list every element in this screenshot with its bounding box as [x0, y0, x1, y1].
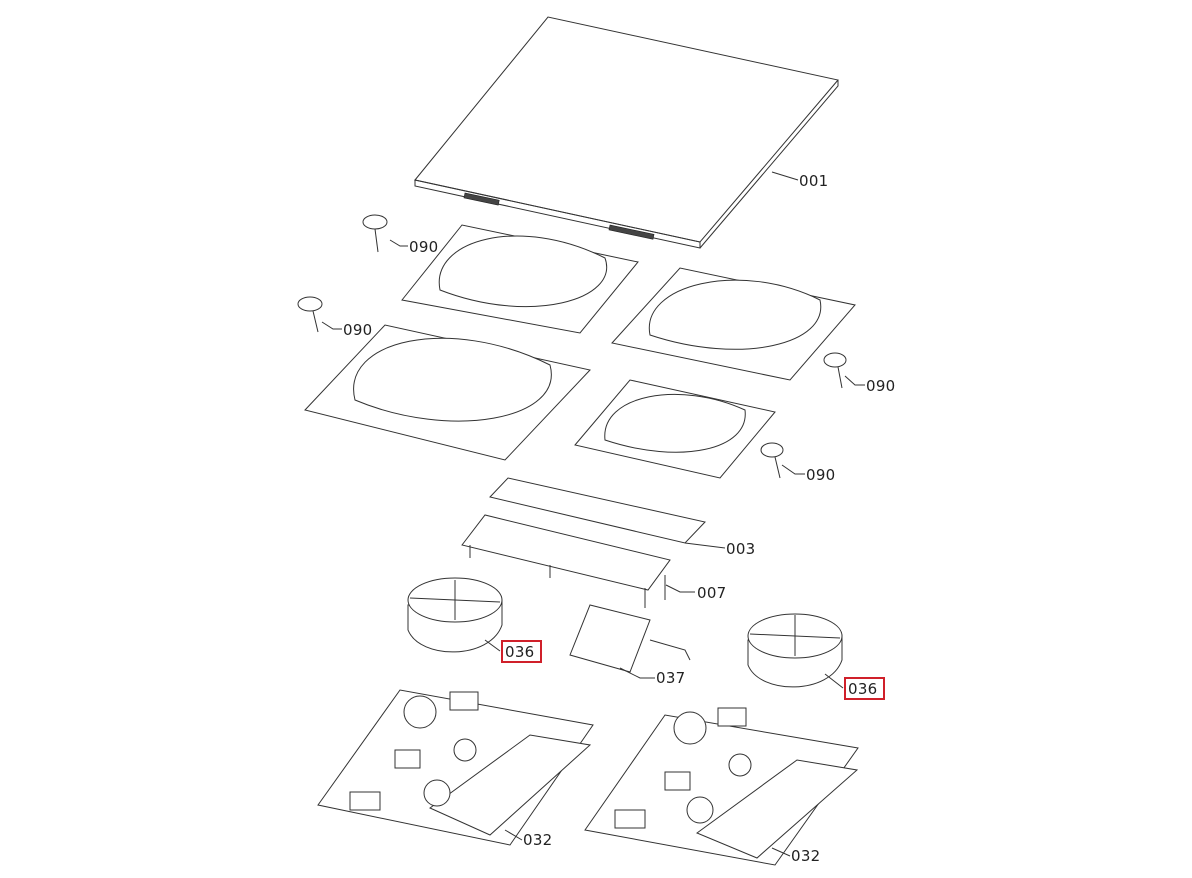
power-board-left-part: [317, 689, 594, 846]
feet: [297, 214, 865, 479]
callout-090: 090: [409, 238, 439, 256]
callout-090: 090: [866, 377, 896, 395]
control-frame-part: [461, 514, 695, 608]
control-board-part: [489, 477, 726, 549]
callout-007: 007: [697, 584, 727, 602]
coil-plate-rear-left: [401, 224, 639, 334]
power-board-right-part: [584, 707, 859, 866]
callout-036-highlighted: 036: [501, 640, 542, 663]
callout-032: 032: [791, 847, 821, 865]
fan-right-part: [747, 613, 844, 689]
callout-036-highlighted: 036: [844, 677, 885, 700]
filter-board-part: [569, 604, 691, 679]
coil-plate-front-right: [574, 379, 776, 479]
callout-090: 090: [343, 321, 373, 339]
coil-plate-rear-right: [611, 267, 856, 381]
callout-090: 090: [806, 466, 836, 484]
fan-left-part: [407, 577, 503, 653]
callout-001: 001: [799, 172, 829, 190]
callout-037: 037: [656, 669, 686, 687]
coil-plate-front-left: [304, 324, 591, 461]
callout-032: 032: [523, 831, 553, 849]
callout-003: 003: [726, 540, 756, 558]
glass-top-part: [414, 16, 839, 249]
